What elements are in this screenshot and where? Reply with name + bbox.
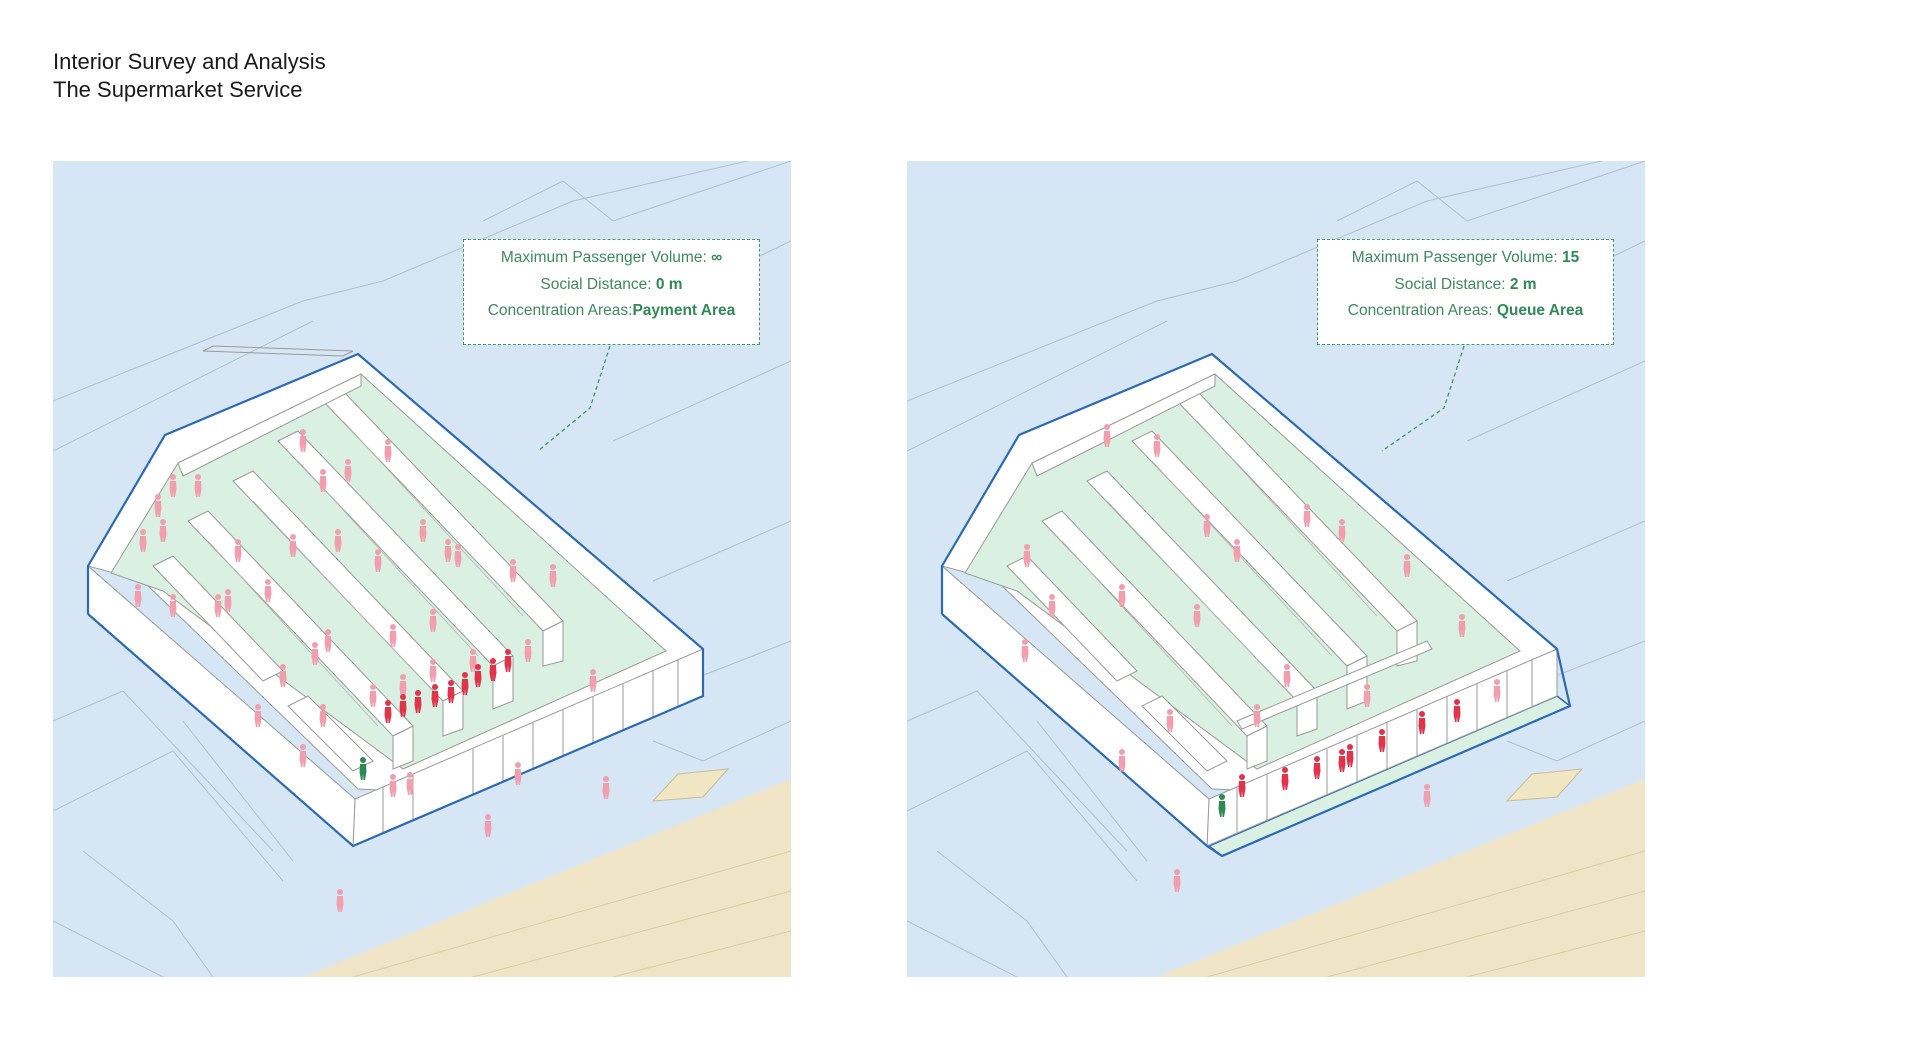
distance-line: Social Distance: 2 m — [1324, 272, 1607, 299]
distance-value: 2 m — [1510, 276, 1537, 293]
distance-value: 0 m — [656, 276, 683, 293]
person-figure — [485, 814, 492, 837]
info-box: Maximum Passenger Volume: ∞ Social Dista… — [463, 239, 760, 345]
person-figure — [337, 889, 344, 912]
person-figure — [1174, 869, 1181, 892]
person-figure — [170, 594, 177, 617]
volume-value: ∞ — [711, 249, 722, 266]
person-figure — [515, 762, 522, 785]
areas-value: Queue Area — [1497, 302, 1583, 319]
person-figure — [135, 584, 142, 607]
volume-line: Maximum Passenger Volume: ∞ — [470, 245, 753, 272]
areas-line: Concentration Areas: Queue Area — [1324, 298, 1607, 325]
info-box: Maximum Passenger Volume: 15 Social Dist… — [1317, 239, 1614, 345]
areas-line: Concentration Areas:Payment Area — [470, 298, 753, 325]
volume-line: Maximum Passenger Volume: 15 — [1324, 245, 1607, 272]
page-title: Interior Survey and Analysis — [53, 48, 326, 76]
terrace-pad — [1507, 769, 1582, 801]
page-heading: Interior Survey and Analysis The Superma… — [53, 48, 326, 104]
distance-line: Social Distance: 0 m — [470, 272, 753, 299]
person-figure — [1424, 784, 1431, 807]
terrace-pad — [653, 769, 728, 801]
volume-value: 15 — [1562, 249, 1579, 266]
panel-after: Maximum Passenger Volume: 15 Social Dist… — [907, 161, 1645, 977]
panel-before: Maximum Passenger Volume: ∞ Social Dista… — [53, 161, 791, 977]
page-subtitle: The Supermarket Service — [53, 76, 326, 104]
areas-value: Payment Area — [632, 302, 735, 319]
person-figure — [603, 776, 610, 799]
